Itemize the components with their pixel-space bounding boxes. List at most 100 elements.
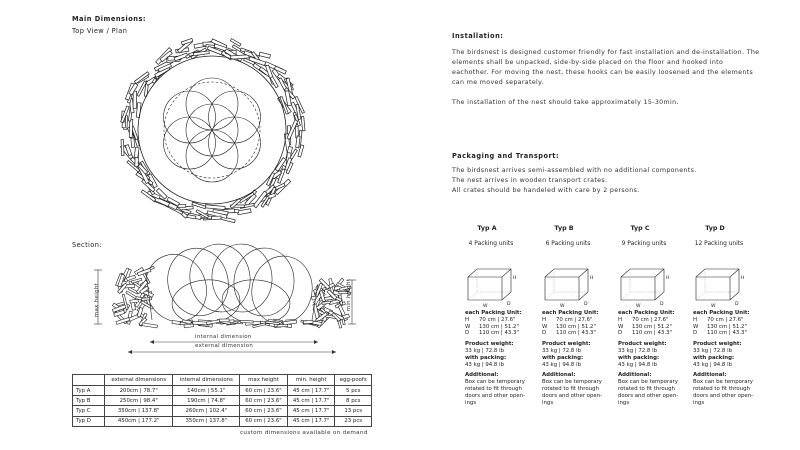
table-cell: Typ A [72,384,105,397]
top-view-label: Top View / Plan [72,27,128,35]
main-dimensions-heading: Main Dimensions: [72,15,147,23]
crate-height-mark: H [741,276,745,281]
table-cell: 5 pcs [334,384,372,397]
with-packing-value: 43 kg | 94.8 lb [465,361,504,368]
packing-type-title: Typ D [705,225,725,232]
depth-key: D [465,330,470,337]
crate-width-mark: W [711,304,716,309]
additional-text-line: ings [465,399,477,406]
additional-text-line: ings [618,399,630,406]
table-header-cell: external dimensions [103,374,174,386]
with-packing-value: 43 kg | 94.8 lb [693,361,732,368]
additional-label: Additional: [618,372,652,379]
crate-width-mark: W [636,304,641,309]
each-unit-label: each Packing Unit: [465,310,522,316]
table-cell: 350cm | 137.8" [172,415,241,427]
additional-label: Additional: [465,372,499,379]
each-unit-label: each Packing Unit: [542,310,599,316]
table-cell: 8 pcs [334,395,372,407]
internal-dimension-label: internal dimension [195,334,252,340]
crate-height-mark: H [590,276,594,281]
table-row: Typ A 200cm | 78.7" 140cm | 55.1" 60 cm … [72,384,372,397]
width-key: W [693,323,699,330]
section-heading: Section: [72,241,102,249]
packaging-line: The nest arrives in wooden transport cra… [452,177,608,184]
height-key: H [693,316,698,323]
table-row: Typ C 350cm | 137.8" 260cm | 102.4" 60 c… [72,405,372,417]
installation-text: The birdsnest is designed customer frien… [452,48,762,108]
table-header-row: external dimensions internal dimensions … [72,374,372,386]
table-cell: 60 cm | 23.6" [239,384,288,397]
additional-text-line: rotated to fit through [693,385,750,392]
installation-paragraph: The birdsnest is designed customer frien… [452,49,760,86]
table-cell: 23 pcs [334,415,372,427]
table-cell: 200cm | 78.7" [103,384,174,397]
table-cell: 13 pcs [334,405,372,417]
additional-text-line: rotated to fit through [542,385,599,392]
table-header-cell: egg-poofs [334,374,372,386]
depth-key: D [618,330,623,337]
table-cell: 60 cm | 23.6" [239,405,288,417]
table-cell: Typ D [72,415,105,427]
additional-text-line: Box can be temporary [618,379,678,386]
with-packing-value: 43 kg | 94.8 lb [542,361,581,368]
table-cell: 350cm | 137.8" [103,405,174,417]
depth-key: D [542,330,547,337]
height-key: H [618,316,623,323]
product-weight-value: 33 kg | 72.8 lb [542,347,581,354]
packing-units-count: 6 Packing units [545,241,591,247]
crate-width-mark: W [483,304,488,309]
crate-height-mark: H [513,276,517,281]
installation-paragraph: The installation of the nest should take… [452,99,679,106]
product-weight-label: Product weight: [693,341,742,348]
with-packing-label: with packing: [465,354,507,361]
each-unit-label: each Packing Unit: [618,310,675,316]
depth-value: 110 cm | 43.3" [556,330,596,337]
crate-depth-mark: D [660,302,664,307]
product-weight-value: 33 kg | 72.8 lb [465,347,504,354]
height-key: H [465,316,470,323]
packaging-heading: Packaging and Transport: [452,152,560,160]
packing-units-count: 12 Packing units [694,241,744,247]
table-cell: 250cm | 98.4" [103,395,174,407]
crate-height-mark: H [666,276,670,281]
width-key: W [542,323,548,330]
depth-row: D 110 cm | 43.3" [542,330,622,337]
table-cell: 45 cm | 17.7" [286,405,336,417]
table-row: Typ B 250cm | 98.4" 190cm | 74.8" 60 cm … [72,395,372,407]
crate-depth-mark: D [735,302,739,307]
table-cell: 60 cm | 23.6" [239,395,288,407]
table-header-cell [72,374,105,386]
additional-text-line: rotated to fit through [465,385,522,392]
width-value: 130 cm | 51.2" [479,323,519,330]
crate-icon [620,268,665,301]
width-value: 130 cm | 51.2" [632,323,672,330]
table-cell: 450cm | 177.2" [103,415,174,427]
product-weight-label: Product weight: [618,341,667,348]
crate-icon [544,268,589,301]
depth-value: 110 cm | 43.3" [707,330,747,337]
additional-text-line: rotated to fit through [618,385,675,392]
additional-label: Additional: [693,372,727,379]
table-cell: 45 cm | 17.7" [286,395,336,407]
dimensions-table: external dimensions internal dimensions … [72,374,372,427]
table-cell: 260cm | 102.4" [172,405,241,417]
additional-text-line: doors and other open- [618,392,679,399]
crate-depth-mark: D [584,302,588,307]
crate-depth-mark: D [507,302,511,307]
product-weight-value: 33 kg | 72.8 lb [618,347,657,354]
table-header-cell: max height [239,374,288,386]
product-weight-label: Product weight: [465,341,514,348]
additional-text-line: doors and other open- [693,392,754,399]
product-weight-value: 33 kg | 72.8 lb [693,347,732,354]
